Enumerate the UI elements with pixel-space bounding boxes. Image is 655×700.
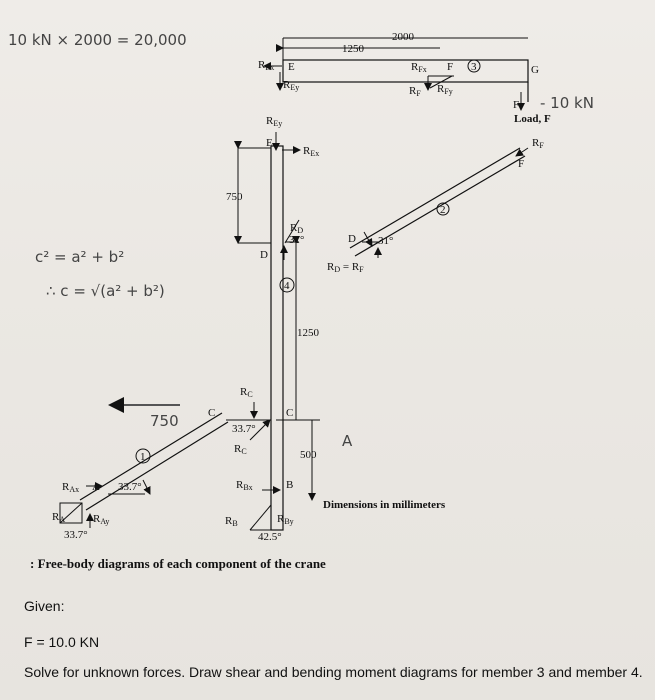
given-force: F = 10.0 KN [24, 634, 100, 650]
svg-text:2: 2 [440, 204, 446, 216]
label-load-F: Load, F [514, 113, 551, 125]
svg-text:RB: RB [225, 515, 238, 528]
handwritten-minus-10kn: - 10 kN [540, 94, 594, 112]
dim-750: 750 [226, 191, 243, 203]
svg-text:RFx: RFx [411, 61, 427, 74]
figure-caption: : Free-body diagrams of each component o… [30, 556, 326, 571]
svg-text:D: D [348, 233, 356, 245]
handwritten-pythagoras-2: ∴ c = √(a² + b²) [46, 282, 165, 300]
svg-text:3: 3 [471, 61, 477, 73]
handwritten-A: A [342, 432, 353, 450]
svg-text:REy: REy [266, 115, 282, 128]
svg-text:RA: RA [52, 511, 65, 524]
svg-text:31°: 31° [289, 234, 304, 246]
svg-text:C: C [286, 407, 293, 419]
member-1-boom: C 750 1 RAx A 33.7° RA RAy 33.7° [52, 397, 229, 541]
dim-2000: 2000 [392, 31, 415, 43]
svg-text:42.5°: 42.5° [258, 531, 282, 543]
label-E-top: E [288, 61, 295, 73]
svg-text:33.7°: 33.7° [64, 529, 88, 541]
svg-text:33.7°: 33.7° [232, 423, 256, 435]
svg-text:REx: REx [303, 145, 319, 158]
member-1-circle [135, 448, 151, 464]
svg-text:F: F [518, 158, 524, 170]
svg-text:E: E [266, 137, 273, 149]
member-3-beam: 2000 1250 REx E REy RFx F 3 G RF RFy F -… [258, 31, 594, 125]
svg-text:RC: RC [240, 386, 253, 399]
given-task: Solve for unknown forces. Draw shear and… [24, 664, 643, 680]
svg-text:REy: REy [283, 79, 299, 92]
dims-note: Dimensions in millimeters [323, 499, 446, 511]
svg-text:A: A [92, 481, 100, 493]
handwritten-calc: 10 kN × 2000 = 20,000 [8, 31, 187, 49]
dim-500: 500 [300, 449, 317, 461]
svg-text:RBx: RBx [236, 479, 253, 492]
svg-text:4: 4 [284, 280, 290, 292]
member-2-brace: RF F 2 D 31° RD = RF [327, 137, 544, 274]
svg-text:1: 1 [140, 451, 146, 463]
svg-text:RD: RD [290, 222, 303, 235]
given-heading: Given: [24, 598, 65, 614]
svg-text:D: D [260, 249, 268, 261]
member-2-circle [436, 202, 450, 216]
member-3-circle [467, 59, 481, 73]
svg-text:RF: RF [409, 85, 421, 98]
handwritten-pythagoras-1: c² = a² + b² [35, 248, 124, 266]
label-F-load: F [513, 99, 519, 111]
svg-text:RAy: RAy [93, 513, 109, 526]
svg-text:RBy: RBy [277, 513, 294, 526]
svg-text:B: B [286, 479, 293, 491]
member-4-circle [279, 277, 295, 293]
svg-text:RD = RF: RD = RF [327, 261, 364, 274]
svg-text:33.7°: 33.7° [118, 481, 142, 493]
svg-text:RF: RF [532, 137, 544, 150]
dim-1250-mid: 1250 [297, 327, 320, 339]
svg-text:31°: 31° [378, 235, 393, 247]
svg-text:C: C [208, 407, 215, 419]
column-body [270, 145, 284, 531]
beam-body [282, 59, 529, 83]
dim-1250-top: 1250 [342, 43, 365, 55]
label-F-top: F [447, 61, 453, 73]
label-G: G [531, 64, 539, 76]
svg-text:RC: RC [234, 443, 247, 456]
svg-text:RFy: RFy [437, 83, 453, 96]
svg-text:RAx: RAx [62, 481, 79, 494]
member-4-column: REy E REx 750 RD 31° D 4 1250 500 RC C 3… [225, 115, 320, 543]
handwritten-750: 750 [150, 412, 179, 430]
